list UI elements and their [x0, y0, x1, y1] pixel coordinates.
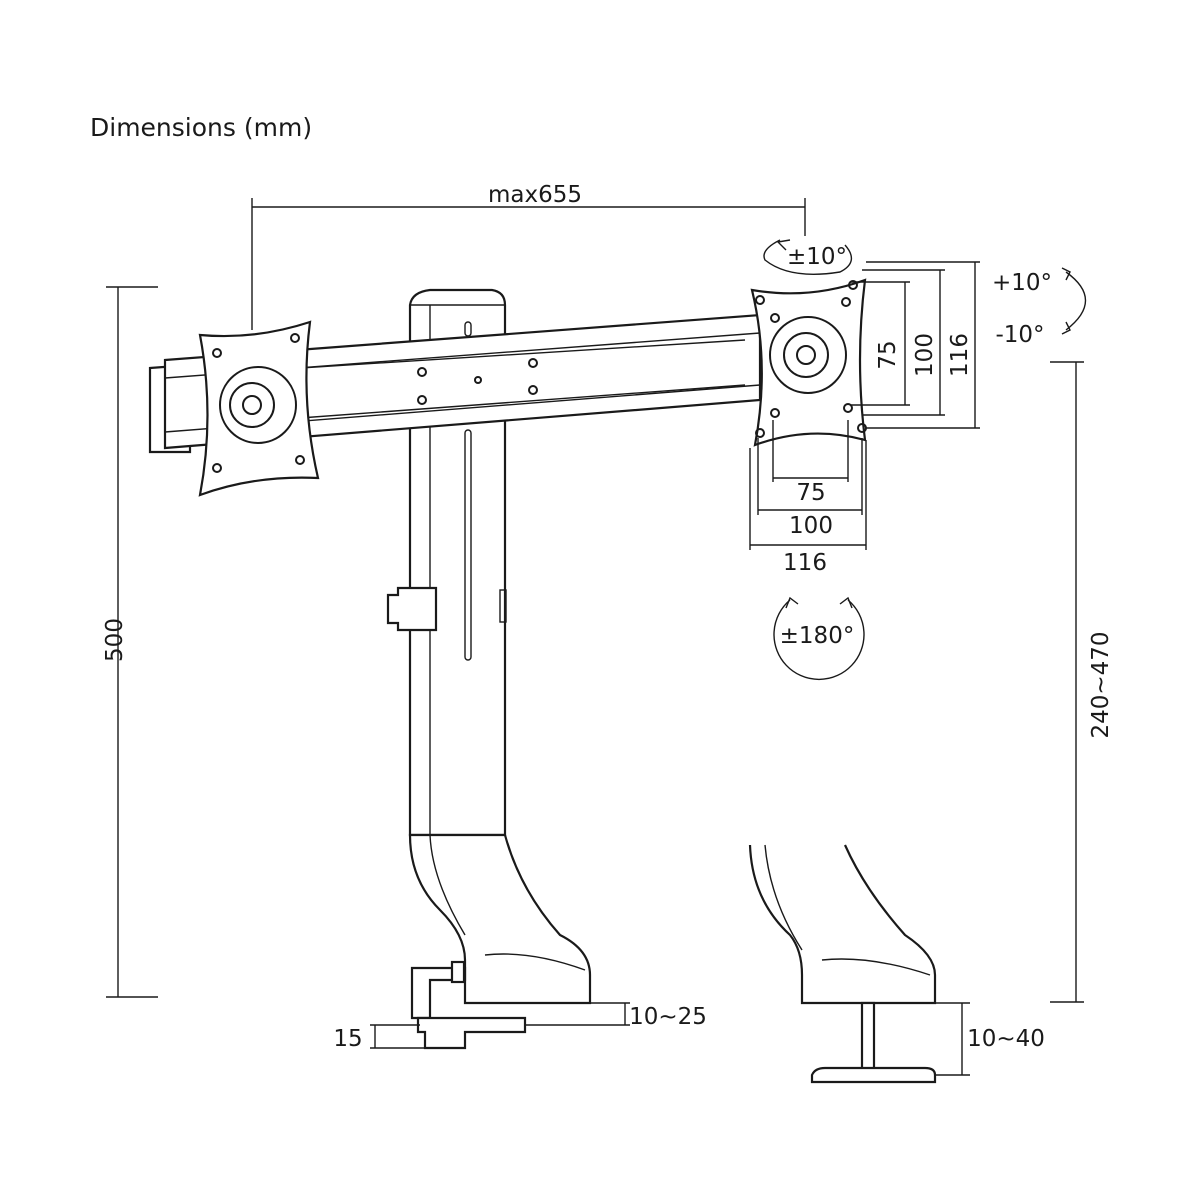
grommet-range-label: 10~40: [967, 1026, 1045, 1052]
right-base-grommet: [748, 844, 937, 1084]
adjust-height-label: 240~470: [1088, 631, 1114, 738]
vesa-h-100: 100: [789, 513, 833, 539]
rotation-label: ±180°: [780, 623, 855, 649]
vesa-vertical-dimensions: 75 100 116: [850, 261, 980, 429]
swivel-indicator: ±10°: [763, 239, 853, 275]
vesa-v-75: 75: [875, 340, 901, 369]
clamp-offset-label: 15: [333, 1026, 362, 1052]
diagram-title: Dimensions (mm): [90, 113, 312, 142]
vesa-h-116: 116: [783, 550, 827, 576]
width-label: max655: [488, 182, 582, 208]
tilt-indicator: +10° -10°: [992, 267, 1087, 348]
clamp-dimensions: 10~25 15: [333, 1002, 707, 1052]
left-vesa-plate: [198, 320, 320, 497]
left-base-clamp: [408, 833, 592, 1050]
vesa-v-100: 100: [912, 333, 938, 377]
total-height-label: 500: [102, 618, 128, 662]
tilt-down-label: -10°: [995, 322, 1044, 348]
grommet-dimension: 10~40: [935, 1002, 1045, 1076]
right-vesa-plate: [750, 278, 867, 447]
tilt-up-label: +10°: [992, 270, 1052, 296]
swivel-label: ±10°: [787, 244, 847, 270]
adjust-height-dimension: 240~470: [1050, 361, 1114, 1003]
width-dimension: max655: [251, 182, 806, 330]
clamp-range-label: 10~25: [629, 1004, 707, 1030]
crossbar: [148, 313, 762, 454]
vesa-v-116: 116: [947, 333, 973, 377]
vesa-h-75: 75: [796, 480, 825, 506]
rotation-indicator: ±180°: [773, 596, 865, 681]
total-height-dimension: 500: [102, 286, 158, 998]
vesa-horizontal-dimensions: 75 100 116: [749, 420, 867, 576]
